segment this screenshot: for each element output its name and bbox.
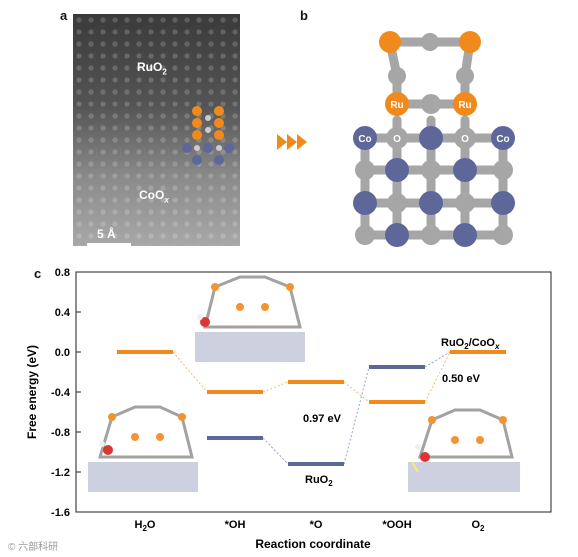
- stem-image: RuO2 CoOx 5 Å: [73, 14, 240, 246]
- energy-connector: [172, 351, 208, 393]
- x-axis-label: Reaction coordinate: [255, 537, 371, 551]
- watermark: © 六部科研: [8, 542, 59, 553]
- adsorbate-model-1: [195, 275, 305, 362]
- x-category-label: *O: [310, 519, 323, 531]
- energy-connector: [343, 381, 370, 403]
- adsorbate-model-2: [88, 405, 198, 492]
- inset-atom-model: [182, 106, 234, 165]
- o-label-1: O: [393, 134, 401, 145]
- y-tick-label: 0.4: [55, 307, 71, 319]
- y-tick-label: -1.6: [51, 507, 70, 519]
- o-label-2: O: [461, 134, 469, 145]
- coox-label: CoOx: [139, 188, 169, 205]
- ruo2-label: RuO2: [137, 60, 167, 77]
- lattice-texture: [73, 14, 240, 246]
- x-category-labels: H2O *OH *O *OOH O2: [135, 519, 486, 533]
- y-tick-label: 0.8: [55, 267, 70, 279]
- annotation-hetero-barrier: 0.50 eV: [442, 373, 481, 385]
- scale-bar-label: 5 Å: [97, 227, 116, 241]
- x-category-label: H2O: [135, 519, 156, 533]
- x-category-label: O2: [471, 519, 485, 533]
- y-tick-label: -1.2: [51, 467, 70, 479]
- adsorbate-model-3: [408, 408, 520, 492]
- y-axis-ticks: 0.8 0.4 0.0 -0.4 -0.8 -1.2 -1.6: [51, 267, 81, 519]
- x-category-label: *OOH: [382, 519, 411, 531]
- annotation-ruo2-barrier: 0.97 eV: [303, 413, 342, 425]
- structure-model: Ru Ru O O Co Co: [353, 31, 515, 247]
- scale-bar: [87, 243, 131, 246]
- transition-arrow-icon: [277, 134, 307, 150]
- ru-label-2: Ru: [458, 100, 471, 111]
- y-tick-label: -0.8: [51, 427, 70, 439]
- panel-label-b: b: [300, 8, 308, 23]
- energy-connector: [262, 381, 289, 393]
- ru-label-1: Ru: [390, 100, 403, 111]
- energy-connector: [343, 366, 370, 465]
- panel-label-c: c: [34, 266, 42, 281]
- co-label-2: Co: [496, 134, 509, 145]
- x-category-label: *OH: [225, 519, 246, 531]
- series-label-ruo2-coox: RuO2/CoOx: [441, 337, 500, 351]
- series-label-ruo2: RuO2: [305, 474, 333, 488]
- y-tick-label: 0.0: [55, 347, 70, 359]
- energy-connector: [424, 351, 451, 368]
- y-axis-label: Free energy (eV): [25, 345, 39, 439]
- energy-series: [117, 350, 506, 466]
- co-label-1: Co: [358, 134, 371, 145]
- panel-label-a: a: [60, 8, 68, 23]
- free-energy-chart: 0.8 0.4 0.0 -0.4 -0.8 -1.2 -1.6 Free energy (e…: [25, 267, 552, 551]
- y-tick-label: -0.4: [51, 387, 71, 399]
- energy-connector: [424, 351, 451, 403]
- energy-connector: [262, 437, 289, 465]
